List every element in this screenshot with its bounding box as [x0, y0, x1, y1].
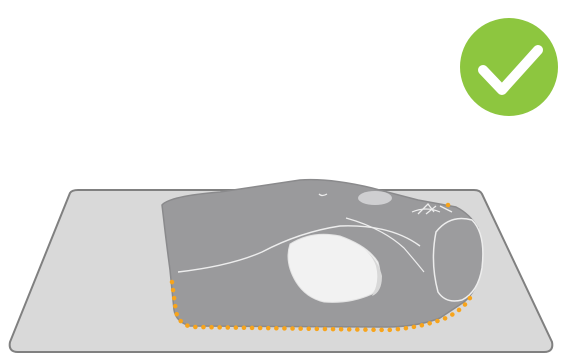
device-end-cap: [433, 219, 482, 302]
top-highlight-oval: [358, 191, 392, 205]
checkmark-circle-icon: [460, 18, 558, 116]
checkmark-circle-background: [460, 18, 558, 116]
